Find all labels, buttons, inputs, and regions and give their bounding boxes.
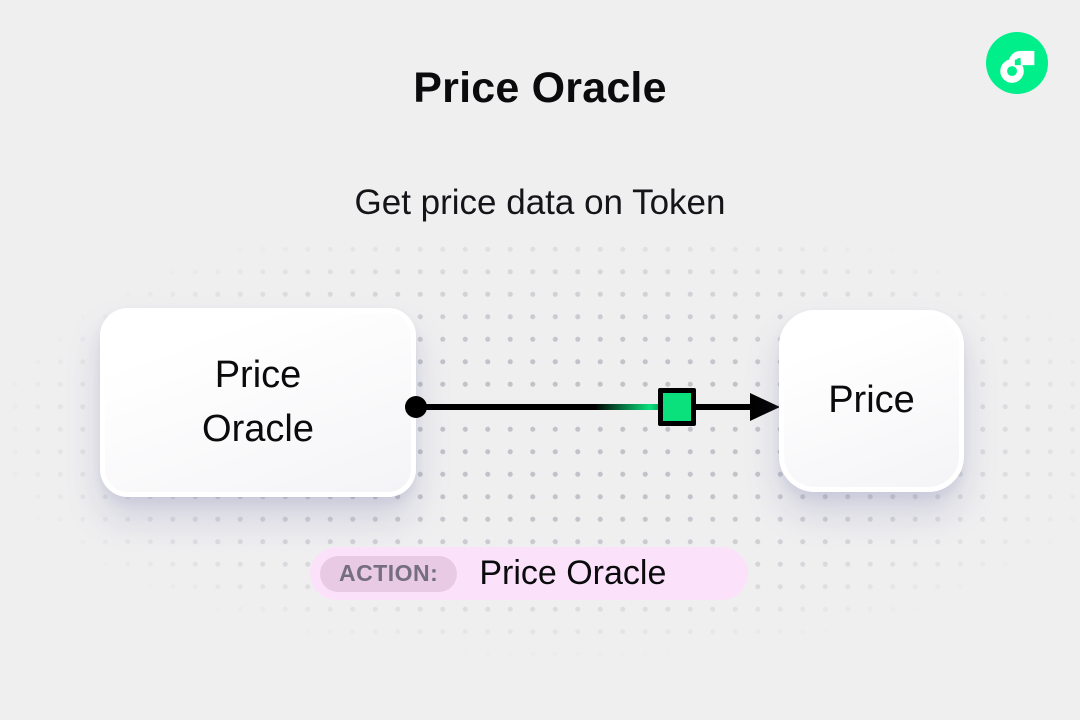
action-value: Price Oracle bbox=[479, 554, 667, 592]
flow-logo-icon bbox=[986, 32, 1048, 94]
node-price-oracle-label: Price Oracle bbox=[202, 354, 314, 450]
edge-line bbox=[416, 404, 760, 410]
action-pill: ACTION: Price Oracle bbox=[310, 547, 748, 600]
node-price-oracle: Price Oracle bbox=[100, 308, 416, 497]
page-title: Price Oracle bbox=[413, 64, 667, 112]
node-price: Price bbox=[779, 310, 964, 492]
edge-arrowhead-icon bbox=[750, 393, 780, 421]
edge-action-marker bbox=[658, 388, 696, 426]
node-price-label: Price bbox=[828, 379, 915, 422]
action-badge: ACTION: bbox=[320, 555, 458, 592]
page-subtitle: Get price data on Token bbox=[354, 183, 726, 222]
